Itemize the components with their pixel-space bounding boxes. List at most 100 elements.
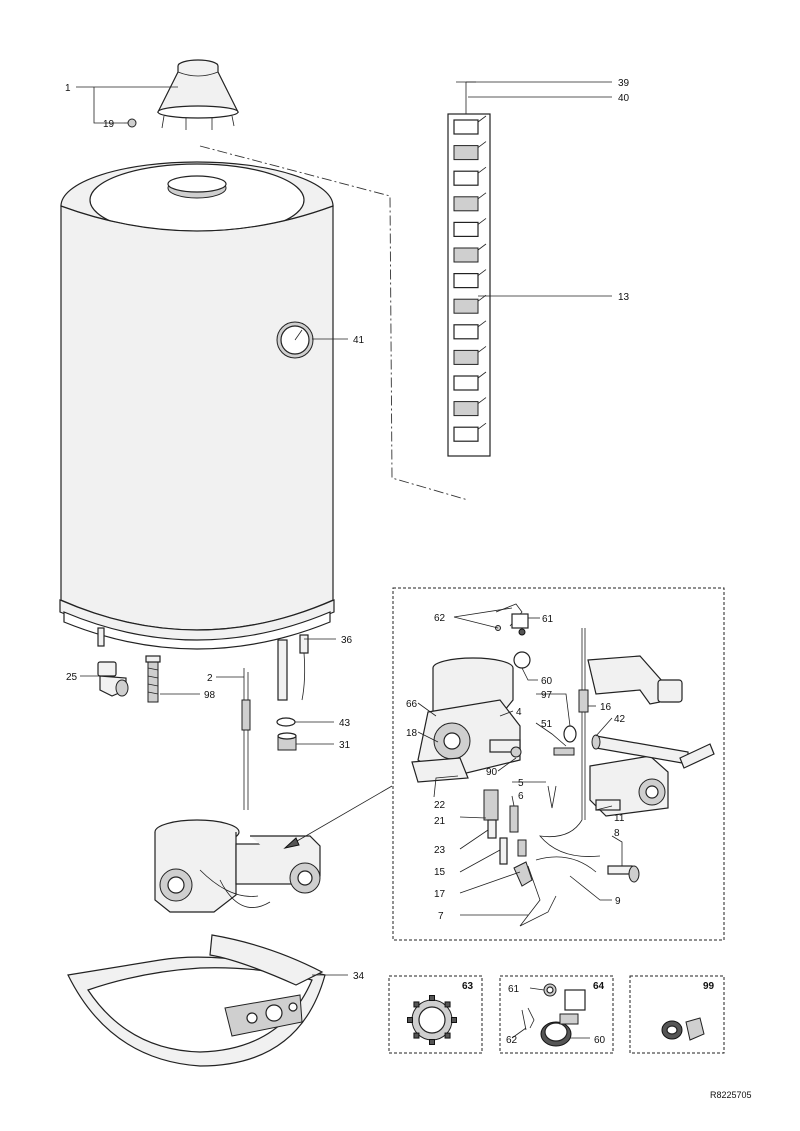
callout-15: 15 [434,867,446,878]
callout-17: 17 [434,889,446,900]
anode-98 [145,655,161,703]
thermometer-gauge [276,321,314,359]
callout-31: 31 [339,740,351,751]
ring-tooth [444,1001,451,1008]
inset-box-63 [388,975,483,1054]
inset-label-64: 64 [593,981,605,992]
baffle-fin-tab [477,397,487,404]
inset-box-99 [629,975,725,1054]
detail-thermocouple [539,628,601,857]
detail-gas-valve [589,755,669,817]
burner-assembly [154,668,321,913]
callout-13: 13 [618,292,630,303]
ring-tooth [413,1032,420,1039]
callout-19: 19 [103,119,115,130]
callout-7: 7 [438,911,444,922]
drain-valve-25 [97,661,129,697]
callout-51: 51 [541,719,553,730]
callout-16: 16 [600,702,612,713]
baffle-fin [453,247,479,263]
gasket-43 [276,717,296,727]
baffle-fin-tab [477,346,487,353]
inset-64-callout-60: 60 [594,1035,606,1046]
baffle-fin-tab [477,269,487,276]
detail-pointer-arrow [284,785,393,849]
ring-tooth [413,1001,420,1008]
callout-21: 21 [434,816,446,827]
inset-box-64 [499,975,614,1054]
baffle-fin [453,119,479,135]
baffle-fin [453,145,479,161]
baffle-fin-tab [477,243,487,251]
inset-64-parts [521,983,586,1047]
baffle-fin-tab [477,166,487,174]
baffle-fin [453,324,479,340]
inset-64-callout-61: 61 [508,984,520,995]
callout-22: 22 [434,800,446,811]
callout-34: 34 [353,971,365,982]
callout-1: 1 [65,83,71,94]
inset-99-parts [661,1017,705,1041]
callout-66: 66 [406,699,418,710]
inset-label-99: 99 [703,981,715,992]
inset-64-callout-62: 62 [506,1035,518,1046]
callout-60: 60 [541,676,553,687]
callout-23: 23 [434,845,446,856]
ring-tooth [429,995,435,1001]
baffle-fin [453,349,479,365]
baffle-fin-tab [477,115,487,123]
drawing-reference-code: R8225705 [710,1090,752,1100]
callout-11: 11 [614,813,625,824]
baffle-fin [453,375,479,391]
callout-18: 18 [406,728,418,739]
callout-9: 9 [615,896,621,907]
flue-hood [157,59,239,130]
leader-lines [76,81,623,1039]
baffle-fin-tab [477,422,487,430]
callout-36: 36 [341,635,353,646]
water-heater-tank [59,161,335,701]
inset-label-63: 63 [462,981,474,992]
detail-bracket [587,655,683,705]
callout-62: 62 [434,613,446,624]
callout-42: 42 [614,714,626,725]
callout-39: 39 [618,78,630,89]
baffle-fin [453,196,479,212]
baffle-fin-tab [477,218,487,225]
callout-8: 8 [614,828,620,839]
callout-98: 98 [204,690,216,701]
detail-pointer-arrowhead [283,837,300,849]
baffle-fin [453,221,479,237]
nut-31 [277,732,297,751]
detail-burner-body [411,657,521,783]
detail-box [392,587,725,941]
baffle-fin-tab [477,371,487,379]
detail-gas-pipe [591,734,715,769]
callout-97: 97 [541,690,553,701]
baffle-fin [453,273,479,289]
ring-tooth [429,1039,435,1045]
baffle-fin [453,426,479,442]
baffle-fin-tab [477,141,487,148]
combustion-skirt [67,934,326,1067]
callout-2: 2 [207,673,213,684]
callout-40: 40 [618,93,630,104]
inset-63-ring [407,995,457,1045]
baffle-fin [453,170,479,186]
detail-small-parts [483,603,640,927]
callout-5: 5 [518,778,524,789]
baffle-fin-tab [477,320,487,328]
callout-43: 43 [339,718,351,729]
screw-19 [124,118,137,128]
callout-61: 61 [542,614,554,625]
baffle-fin [453,401,479,417]
ring-tooth [407,1017,413,1023]
callout-90: 90 [486,767,498,778]
baffle-fin-tab [477,192,487,200]
callout-25: 25 [66,672,78,683]
baffle-fin [453,298,479,314]
flue-baffle [447,81,491,457]
ring-tooth [444,1032,451,1039]
callout-41: 41 [353,335,365,346]
